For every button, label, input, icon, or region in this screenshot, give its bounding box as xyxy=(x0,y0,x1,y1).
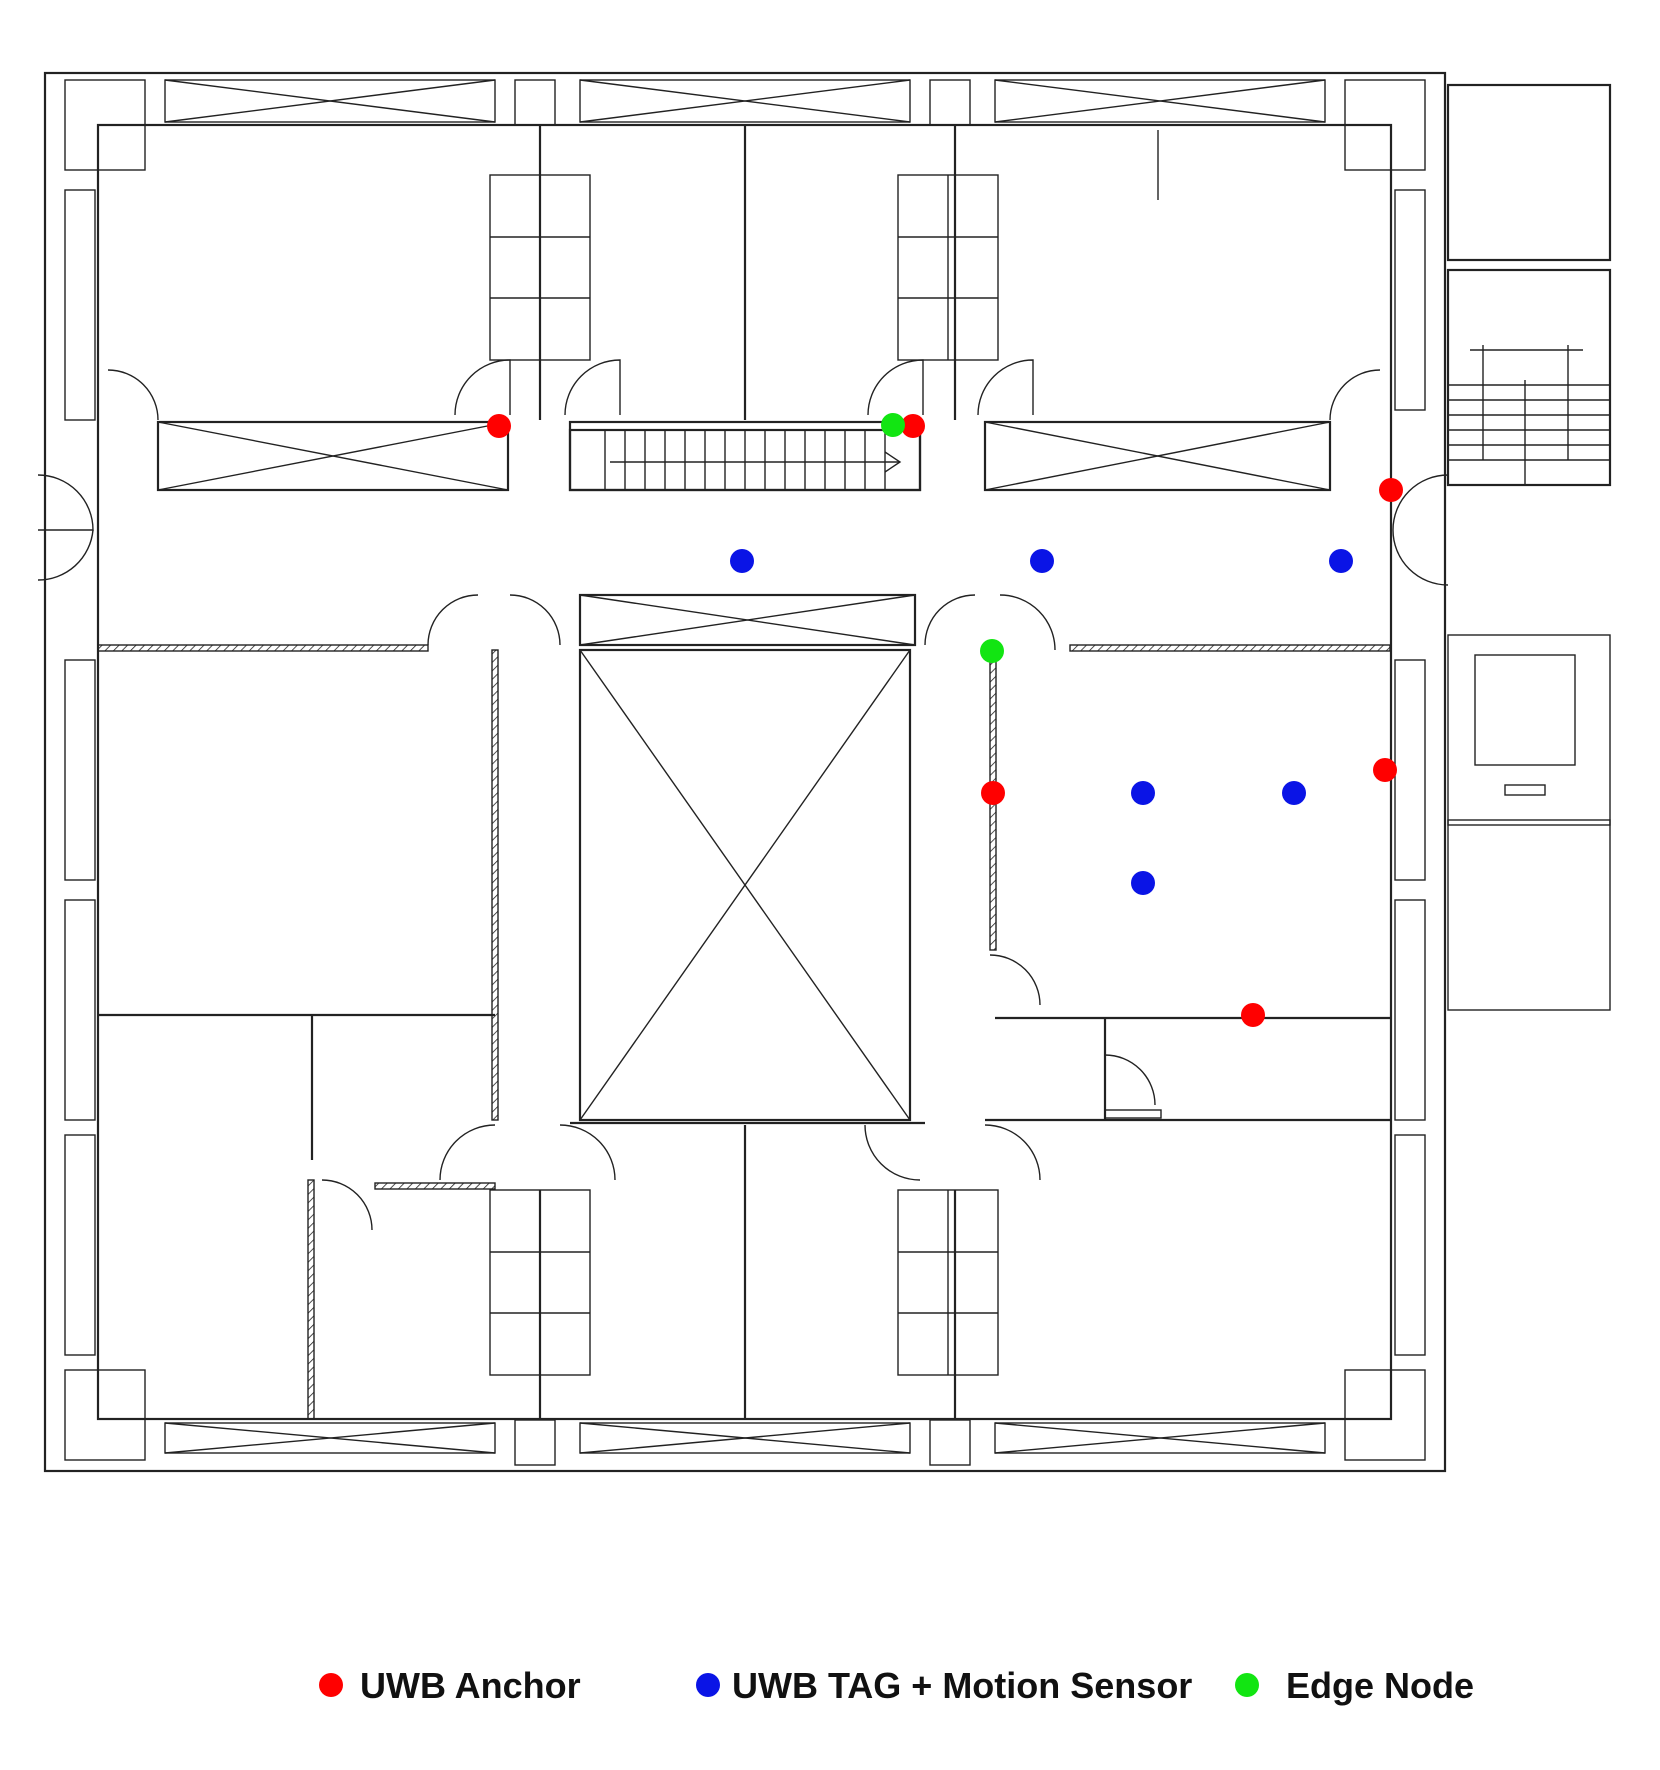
legend: UWB Anchor UWB TAG + Motion Sensor Edge … xyxy=(319,1665,1474,1706)
uwb-tag-marker xyxy=(1329,549,1353,573)
toilet-stalls xyxy=(489,174,999,1376)
windows xyxy=(64,79,1426,1454)
uwb-anchor-marker xyxy=(901,414,925,438)
partitions xyxy=(97,125,1391,1420)
legend-tag-label: UWB TAG + Motion Sensor xyxy=(732,1665,1192,1706)
edge-node-marker xyxy=(881,413,905,437)
legend-edge-label: Edge Node xyxy=(1286,1665,1474,1706)
uwb-anchor-marker xyxy=(1379,478,1403,502)
uwb-anchor-marker xyxy=(1373,758,1397,782)
uwb-tags xyxy=(730,549,1353,895)
legend-edge-swatch xyxy=(1235,1673,1259,1697)
legend-anchor-label: UWB Anchor xyxy=(360,1665,581,1706)
legend-tag-swatch xyxy=(696,1673,720,1697)
uwb-tag-marker xyxy=(1030,549,1054,573)
uwb-tag-marker xyxy=(1131,871,1155,895)
uwb-anchor-marker xyxy=(1241,1003,1265,1027)
doors xyxy=(37,359,1449,1231)
legend-anchor-swatch xyxy=(319,1673,343,1697)
uwb-anchor-marker xyxy=(981,781,1005,805)
uwb-tag-marker xyxy=(1282,781,1306,805)
uwb-anchor-marker xyxy=(487,414,511,438)
uwb-anchors xyxy=(487,414,1403,1027)
stairs xyxy=(568,83,1612,1011)
uwb-tag-marker xyxy=(1131,781,1155,805)
edge-node-marker xyxy=(980,639,1004,663)
edge-nodes xyxy=(881,413,1004,663)
uwb-tag-marker xyxy=(730,549,754,573)
